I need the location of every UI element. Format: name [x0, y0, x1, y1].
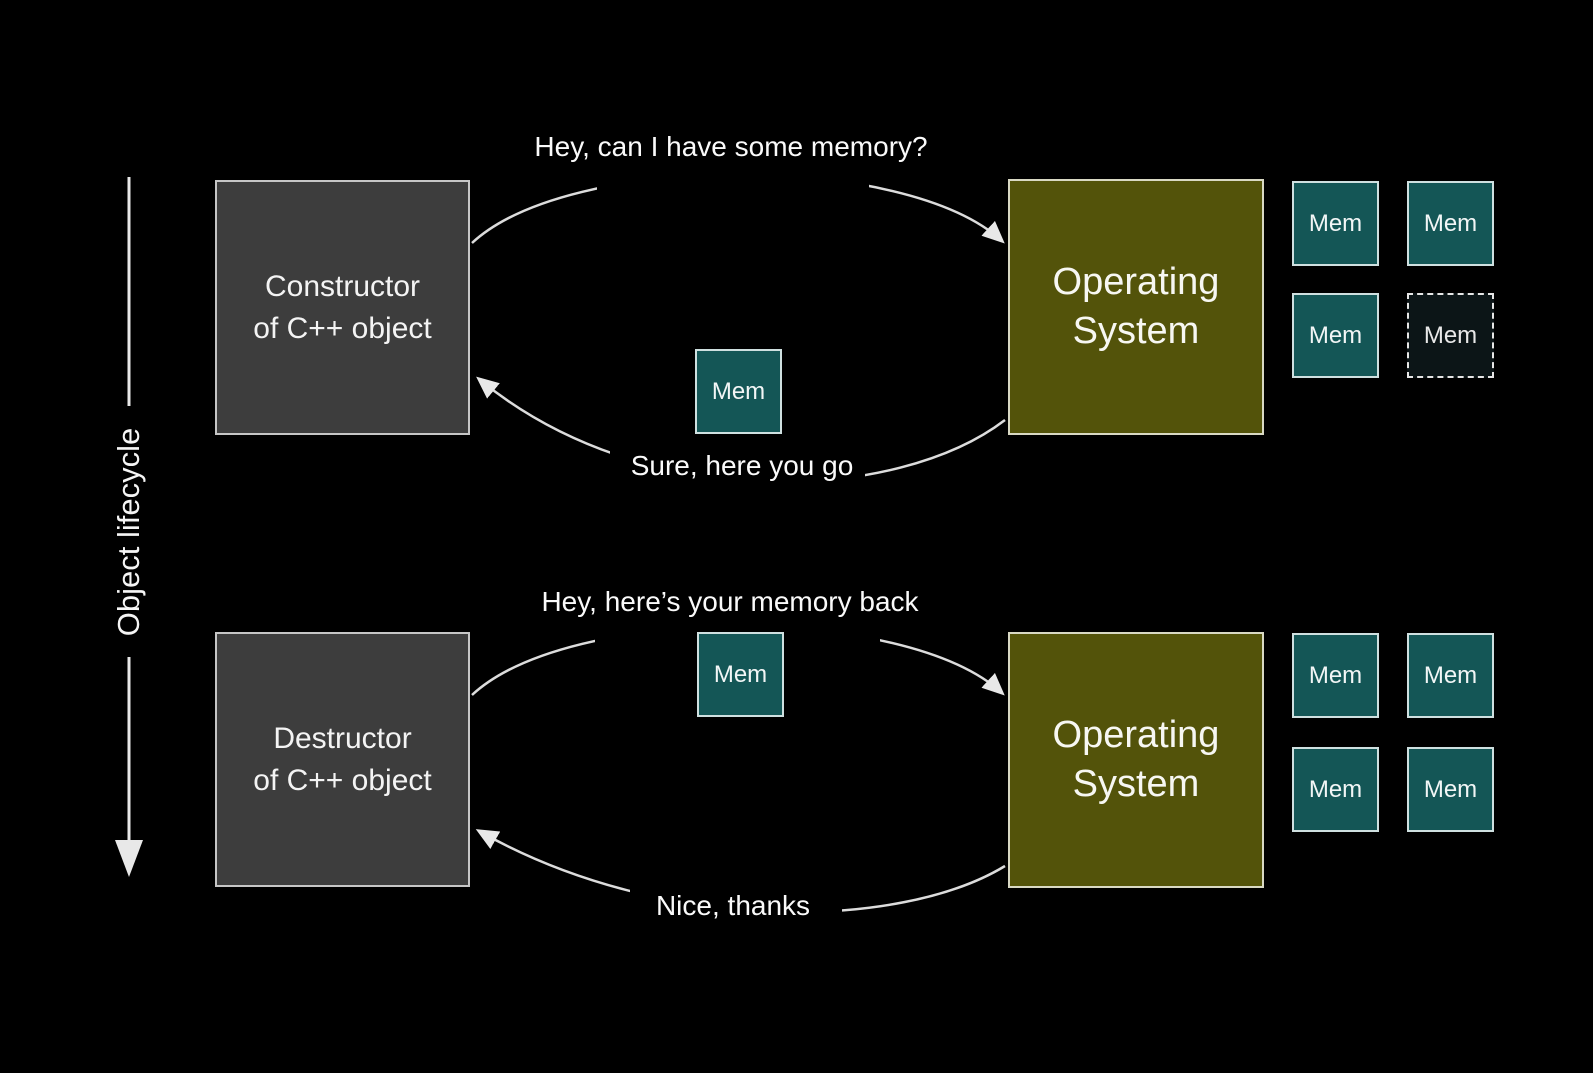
mem-slot-label: Mem: [1423, 209, 1478, 237]
mem-slot-label: Mem: [1423, 775, 1478, 803]
destructor-label-line1: Destructor: [273, 721, 412, 755]
mem-slot-deallocation-1: Mem: [1292, 633, 1379, 718]
destructor-box: Destructor of C++ object: [215, 632, 470, 887]
os-box-deallocation: Operating System: [1008, 632, 1264, 888]
os-label-line2: System: [1072, 310, 1200, 352]
mem-chip-label: Mem: [711, 377, 766, 405]
mem-chip-label: Mem: [713, 660, 768, 688]
mem-slot-label: Mem: [1423, 661, 1478, 689]
constructor-box: Constructor of C++ object: [215, 180, 470, 435]
lifecycle-axis-arrowhead: [115, 840, 143, 877]
mem-chip-transfer-allocation: Mem: [695, 349, 782, 434]
mem-chip-transfer-deallocation: Mem: [697, 632, 784, 717]
mem-slot-deallocation-4: Mem: [1407, 747, 1494, 832]
os-box-allocation: Operating System: [1008, 179, 1264, 435]
lifecycle-axis-label: Object lifecycle: [111, 427, 146, 637]
mem-slot-allocation-4-loaned: Mem: [1407, 293, 1494, 378]
free-response-label: Nice, thanks: [645, 887, 821, 925]
constructor-label-line1: Constructor: [264, 269, 421, 303]
mem-slot-allocation-3: Mem: [1292, 293, 1379, 378]
mem-slot-label: Mem: [1308, 775, 1363, 803]
mem-slot-allocation-1: Mem: [1292, 181, 1379, 266]
mem-slot-label: Mem: [1423, 321, 1478, 349]
destructor-label-line2: of C++ object: [253, 763, 432, 797]
free-request-label: Hey, here’s your memory back: [531, 583, 929, 621]
mem-slot-deallocation-3: Mem: [1292, 747, 1379, 832]
mem-slot-deallocation-2: Mem: [1407, 633, 1494, 718]
mem-slot-label: Mem: [1308, 209, 1363, 237]
mem-slot-label: Mem: [1308, 661, 1363, 689]
os-label-line2: System: [1072, 763, 1200, 805]
mem-slot-allocation-2: Mem: [1407, 181, 1494, 266]
os-label-line1: Operating: [1052, 260, 1220, 303]
alloc-response-label: Sure, here you go: [620, 447, 864, 485]
os-label-line1: Operating: [1052, 713, 1220, 756]
alloc-request-label: Hey, can I have some memory?: [524, 128, 938, 166]
mem-slot-label: Mem: [1308, 321, 1363, 349]
constructor-label-line2: of C++ object: [253, 311, 432, 345]
